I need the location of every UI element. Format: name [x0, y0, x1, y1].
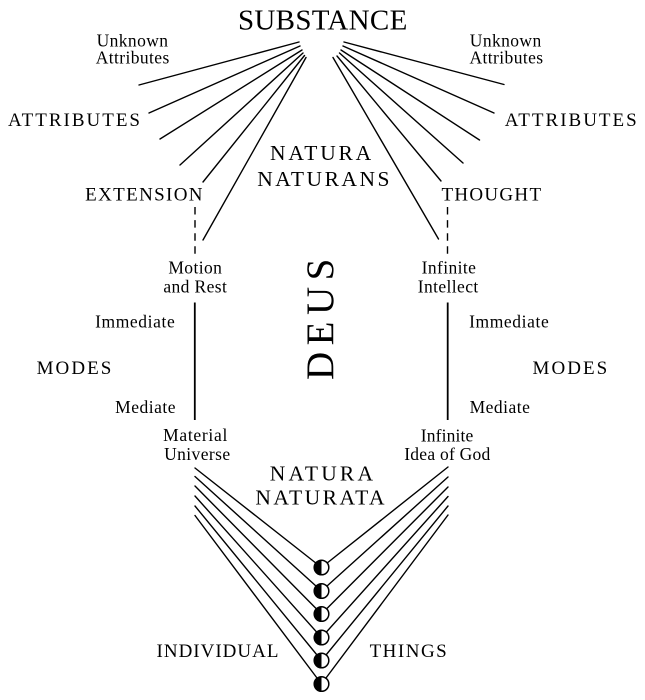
svg-text:Mediate: Mediate: [470, 397, 531, 417]
svg-text:Infinite: Infinite: [422, 257, 477, 277]
svg-text:Unknown: Unknown: [470, 30, 542, 50]
svg-text:NATURA: NATURA: [270, 462, 376, 486]
svg-text:Intellect: Intellect: [418, 276, 479, 296]
svg-text:EXTENSION: EXTENSION: [85, 185, 204, 206]
svg-text:Attributes: Attributes: [96, 47, 170, 67]
svg-text:Immediate: Immediate: [95, 311, 175, 331]
svg-text:NATURATA: NATURATA: [255, 485, 387, 509]
svg-text:Infinite: Infinite: [421, 425, 474, 445]
svg-text:THOUGHT: THOUGHT: [441, 185, 542, 206]
svg-text:Motion: Motion: [168, 257, 222, 277]
svg-text:DEUS: DEUS: [299, 252, 342, 380]
svg-text:and Rest: and Rest: [163, 276, 227, 296]
svg-text:Universe: Universe: [164, 444, 230, 464]
svg-text:MODES: MODES: [533, 358, 610, 379]
svg-text:Attributes: Attributes: [470, 47, 544, 67]
svg-text:NATURANS: NATURANS: [257, 167, 392, 191]
svg-text:SUBSTANCE: SUBSTANCE: [238, 4, 408, 36]
svg-text:INDIVIDUAL: INDIVIDUAL: [157, 641, 280, 662]
svg-text:ATTRIBUTES: ATTRIBUTES: [505, 110, 639, 131]
svg-text:NATURA: NATURA: [270, 141, 374, 165]
svg-text:Immediate: Immediate: [469, 311, 549, 331]
svg-text:Unknown: Unknown: [97, 30, 169, 50]
svg-text:Mediate: Mediate: [115, 397, 176, 417]
svg-text:Material: Material: [163, 425, 228, 445]
svg-text:MODES: MODES: [37, 358, 114, 379]
svg-text:THINGS: THINGS: [370, 641, 449, 662]
svg-text:Idea of God: Idea of God: [404, 444, 490, 464]
svg-text:ATTRIBUTES: ATTRIBUTES: [8, 110, 142, 131]
